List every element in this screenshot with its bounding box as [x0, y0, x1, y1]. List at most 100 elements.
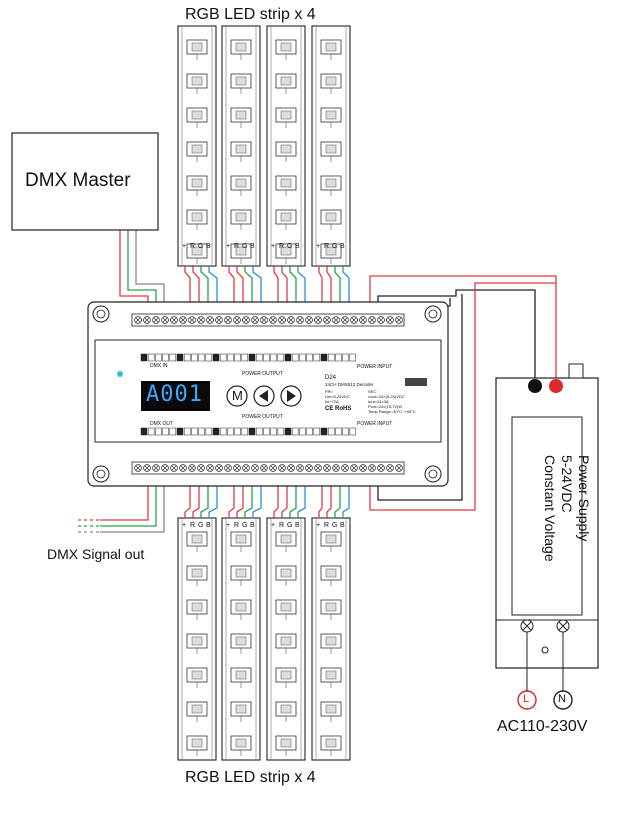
model-label: D24 [325, 375, 337, 381]
bottom-strip-4-pin: G [332, 522, 338, 529]
terminal-screw [161, 464, 169, 472]
terminal-screw [206, 464, 214, 472]
top-strip-wire [228, 266, 235, 315]
terminal-screw [386, 464, 394, 472]
top-strip-4-pin: + [316, 243, 321, 250]
bottom-led-strip-3 [266, 517, 306, 761]
bottom-strip-wire [208, 473, 218, 518]
top-strip-wire [334, 266, 341, 315]
bottom-strip-wire [297, 473, 306, 518]
terminal-screw [323, 464, 331, 472]
top-strip-1-pin: G [198, 243, 204, 250]
power-pos-wire [369, 275, 557, 379]
top-strip-2-pin: R [234, 243, 240, 250]
top-strip-3-pin: R [279, 243, 285, 250]
terminal-screw [314, 316, 322, 324]
top-led-strip-2 [221, 25, 261, 267]
top-strip-wire [318, 266, 323, 315]
power-supply-unit [495, 363, 599, 710]
terminal-screw [224, 464, 232, 472]
power-output-top-label: POWER OUTPUT [242, 371, 283, 377]
terminal-screw [323, 316, 331, 324]
top-strip-label: RGB LED strip x 4 [185, 6, 316, 23]
bottom-strip-4-pin: R [324, 522, 330, 529]
bottom-strip-1-pin: B [206, 522, 211, 529]
terminal-screw [224, 316, 232, 324]
terminal-screw [359, 316, 367, 324]
terminal-screw [287, 464, 295, 472]
pri-label: PRI: [325, 389, 333, 394]
dmx-master-label: DMX Master [25, 170, 131, 191]
arrow-right-icon [287, 390, 296, 402]
terminal-screw [134, 464, 142, 472]
terminal-screw [386, 316, 394, 324]
terminal-screw [152, 464, 160, 472]
ps-terminal-pos [549, 379, 563, 393]
ac-voltage-label: AC110-230V [497, 718, 588, 735]
top-strip-2-pin: + [226, 243, 231, 250]
wires [78, 230, 557, 533]
top-strip-2-pin: G [242, 243, 248, 250]
bottom-strip-wire [184, 473, 191, 518]
terminal-screw [152, 316, 160, 324]
top-strip-wire [200, 266, 209, 315]
bottom-strip-wire [244, 473, 253, 518]
led-display [141, 381, 210, 411]
top-led-strips [177, 25, 351, 267]
top-strip-wire [297, 266, 306, 315]
bottom-strip-3-pin: + [271, 522, 276, 529]
top-strip-3-pin: G [287, 243, 293, 250]
bottom-strip-2-pin: G [242, 522, 248, 529]
terminal-screw [161, 316, 169, 324]
bottom-strip-3-pin: B [295, 522, 300, 529]
terminal-screw [251, 316, 259, 324]
terminal-screw [305, 464, 313, 472]
bottom-strip-wire [228, 473, 235, 518]
bottom-strip-2-pin: R [234, 522, 240, 529]
top-strip-wire [236, 266, 244, 315]
top-strip-wire [342, 266, 350, 315]
dmx-out-wire [100, 473, 165, 533]
terminal-screw [233, 464, 241, 472]
terminal-screw [296, 316, 304, 324]
button-m[interactable] [226, 385, 248, 407]
ps-line-1: Power Supply [576, 455, 592, 542]
top-strip-wire [281, 266, 288, 315]
bottom-strip-label: RGB LED strip x 4 [185, 769, 316, 786]
dmx-out-label: DMX OUT [150, 421, 174, 427]
bottom-strip-wire [281, 473, 288, 518]
bottom-strip-wire [273, 473, 279, 518]
top-strip-3-pin: B [295, 243, 300, 250]
bottom-strip-2-pin: B [250, 522, 255, 529]
bottom-strip-wire [200, 473, 209, 518]
terminal-screw [188, 464, 196, 472]
bottom-strip-wire [289, 473, 297, 518]
terminal-screw [179, 316, 187, 324]
bottom-strip-1-pin: R [190, 522, 196, 529]
terminal-screw [251, 464, 259, 472]
terminal-screw [215, 464, 223, 472]
terminal-screw [179, 464, 187, 472]
bottom-strip-wire [236, 473, 244, 518]
terminal-screw [377, 316, 385, 324]
dmx-signal-out-label: DMX Signal out [47, 546, 145, 562]
terminal-screw [332, 316, 340, 324]
sec-label: SEC: [368, 389, 378, 394]
terminal-screw [242, 464, 250, 472]
terminal-screw [341, 316, 349, 324]
dmx-out-wire [100, 473, 149, 521]
bottom-led-strips [177, 517, 351, 761]
bottom-strip-wire [192, 473, 200, 518]
decoder-unit [87, 301, 449, 487]
terminal-screw [368, 316, 376, 324]
top-strip-wire [184, 266, 191, 315]
pri-1: Uin=5-24VDC [325, 394, 350, 399]
sec-3: Pout=24×(15-72)W [368, 404, 403, 409]
bottom-led-strip-2 [221, 517, 261, 761]
pri-2: Iin=72A [325, 399, 339, 404]
top-strip-wire [289, 266, 297, 315]
terminal-screw [350, 316, 358, 324]
power-neg-wire [377, 289, 536, 379]
power-supply-text: Power Supply 5-24VDC Constant Voltage [541, 455, 592, 562]
